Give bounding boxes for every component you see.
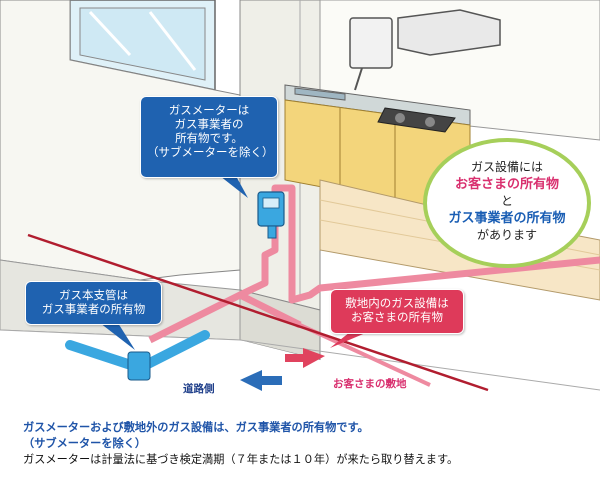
callout-line: （サブメーターを除く） [147, 145, 274, 159]
callout-line: ガスメーターは [168, 103, 250, 117]
company-ownership-text: ガス事業者の所有物 [448, 211, 566, 226]
callout-line: ガス本支管は [59, 288, 128, 302]
onsite-callout-tail [330, 332, 368, 348]
note-line-2: （サブメーターを除く） [23, 437, 147, 450]
note-line-3: ガスメーターは計量法に基づき検定満期（７年または１０年）が来たら取り替えます。 [23, 453, 459, 466]
callout-line: 所有物です。 [175, 131, 243, 145]
premises-arrow [285, 348, 325, 368]
circle-line: と [500, 194, 513, 208]
ownership-summary-circle: ガス設備には お客さまの所有物 と ガス事業者の所有物 があります [423, 138, 591, 268]
customer-premises-label: お客さまの敷地 [333, 378, 407, 390]
footnote: ガスメーターおよび敷地外のガス設備は、ガス事業者の所有物です。 （サブメーターを… [23, 420, 593, 468]
callout-line: ガス事業者の所有物 [41, 302, 146, 316]
meter-ownership-callout: ガスメーターは ガス事業者の 所有物です。 （サブメーターを除く） [140, 96, 278, 178]
main-callout-tail [100, 323, 135, 350]
note-line-1: ガスメーターおよび敷地外のガス設備は、ガス事業者の所有物です。 [23, 421, 369, 434]
main-pipe-callout: ガス本支管は ガス事業者の所有物 [25, 281, 162, 325]
circle-line: があります [476, 228, 537, 242]
callout-line: ガス事業者の [174, 117, 244, 131]
callout-line: お客さまの所有物 [351, 310, 443, 324]
road-side-arrow [240, 370, 282, 391]
circle-line: ガス設備には [470, 160, 543, 174]
callout-line: 敷地内のガス設備は [345, 296, 449, 310]
meter-callout-tail [220, 176, 248, 198]
gas-meter [257, 191, 285, 239]
road-side-label: 道路側 [183, 383, 215, 395]
customer-ownership-text: お客さまの所有物 [454, 177, 559, 192]
main-pipe [65, 330, 210, 381]
onsite-equipment-callout: 敷地内のガス設備は お客さまの所有物 [330, 289, 464, 334]
property-boundary-line [27, 233, 489, 392]
